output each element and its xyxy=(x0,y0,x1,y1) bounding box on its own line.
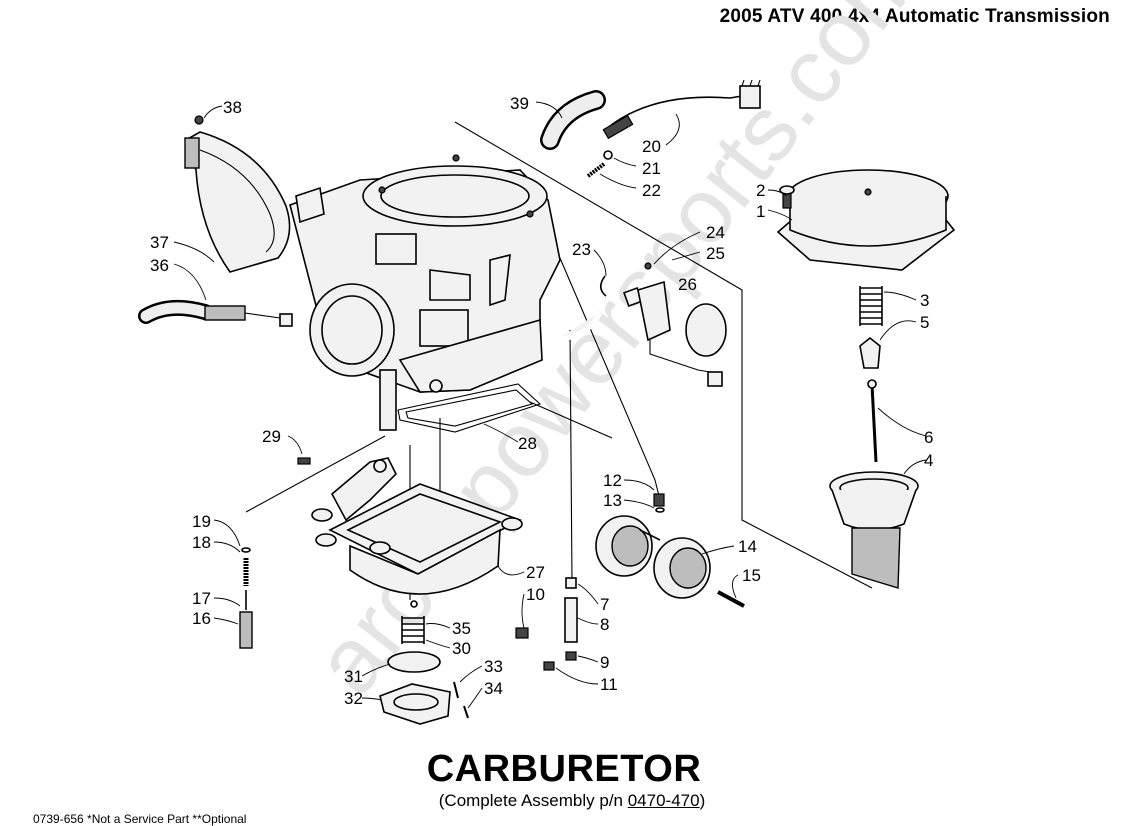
callout-31: 31 xyxy=(344,667,363,686)
callout-15: 15 xyxy=(742,566,761,585)
callout-39: 39 xyxy=(510,94,529,113)
carburetor-body xyxy=(289,154,603,431)
callout-3: 3 xyxy=(920,291,929,310)
subtitle-prefix: (Complete Assembly p/n xyxy=(438,791,628,810)
part-7-8-needle-jet xyxy=(564,577,578,643)
callout-35: 35 xyxy=(452,619,471,638)
part-21-22-washer-spring xyxy=(586,150,613,178)
callout-33: 33 xyxy=(484,657,503,676)
callout-16: 16 xyxy=(192,609,211,628)
part-36-37-hose-fitting xyxy=(138,299,293,327)
footnote: 0739-656 *Not a Service Part **Optional xyxy=(33,812,247,826)
callout-5: 5 xyxy=(920,313,929,332)
subtitle-suffix: ) xyxy=(699,791,706,810)
callout-22: 22 xyxy=(642,181,661,200)
part-1-top-cover xyxy=(776,169,956,271)
callout-24: 24 xyxy=(706,223,725,242)
callout-2: 2 xyxy=(756,181,765,200)
part-27-float-bowl xyxy=(315,483,523,595)
callout-23: 23 xyxy=(572,240,591,259)
callout-25: 25 xyxy=(706,244,725,263)
callout-9: 9 xyxy=(600,653,609,672)
callout-13: 13 xyxy=(603,491,622,510)
callout-17: 17 xyxy=(192,589,211,608)
callout-38: 38 xyxy=(223,98,242,117)
part-30-35-spring xyxy=(401,600,425,644)
callout-11: 11 xyxy=(600,675,618,694)
diagram-title: CARBURETOR xyxy=(426,748,702,790)
page-header-title: 2005 ATV 400 4x4 Automatic Transmission xyxy=(719,6,1110,27)
assembly-part-number-link[interactable]: 0470-470 xyxy=(627,791,700,810)
part-31-32-diaphragm xyxy=(379,651,451,725)
part-9-11-jets xyxy=(543,651,577,671)
part-20-cable xyxy=(602,79,761,140)
callout-37: 37 xyxy=(150,233,169,252)
part-23-25-clip-plunger xyxy=(599,262,652,307)
part-26-sensor xyxy=(637,280,727,387)
callout-4: 4 xyxy=(924,451,933,470)
float-bracket xyxy=(311,457,397,522)
part-4-slide xyxy=(829,471,919,589)
part-10-drain-screw xyxy=(515,627,529,639)
callout-14: 14 xyxy=(738,537,757,556)
callout-36: 36 xyxy=(150,256,169,275)
callout-12: 12 xyxy=(603,471,622,490)
callout-1: 1 xyxy=(756,202,765,221)
callout-8: 8 xyxy=(600,615,609,634)
callout-leaders xyxy=(173,101,927,709)
callout-7: 7 xyxy=(600,595,609,614)
callout-28: 28 xyxy=(518,434,537,453)
callout-34: 34 xyxy=(484,679,503,698)
part-28-gasket xyxy=(397,383,542,433)
part-3-spring xyxy=(859,286,883,326)
callout-labels: 38 39 20 21 22 2 1 24 25 23 26 37 36 3 5… xyxy=(150,94,933,708)
part-16-19-screw-assembly xyxy=(239,547,253,649)
part-12-13-jet xyxy=(653,493,665,513)
part-33-34-screws xyxy=(453,681,469,719)
assembly-subtitle: (Complete Assembly p/n 0470-470) xyxy=(0,791,1128,811)
callout-26: 26 xyxy=(678,275,697,294)
part-38-cover-plate xyxy=(184,115,291,273)
callout-32: 32 xyxy=(344,689,363,708)
part-14-float xyxy=(595,515,711,599)
callout-30: 30 xyxy=(452,639,471,658)
part-6-needle xyxy=(867,379,878,463)
part-5-clip xyxy=(859,336,881,369)
callout-19: 19 xyxy=(192,512,211,531)
callout-21: 21 xyxy=(642,159,661,178)
callout-20: 20 xyxy=(642,137,661,156)
part-15-pin xyxy=(717,590,745,608)
callout-18: 18 xyxy=(192,533,211,552)
callout-6: 6 xyxy=(924,428,933,447)
part-29-screw xyxy=(297,457,311,465)
callout-27: 27 xyxy=(526,563,545,582)
part-39-hose xyxy=(540,90,606,150)
callout-10: 10 xyxy=(526,585,545,604)
callout-29: 29 xyxy=(262,427,281,446)
